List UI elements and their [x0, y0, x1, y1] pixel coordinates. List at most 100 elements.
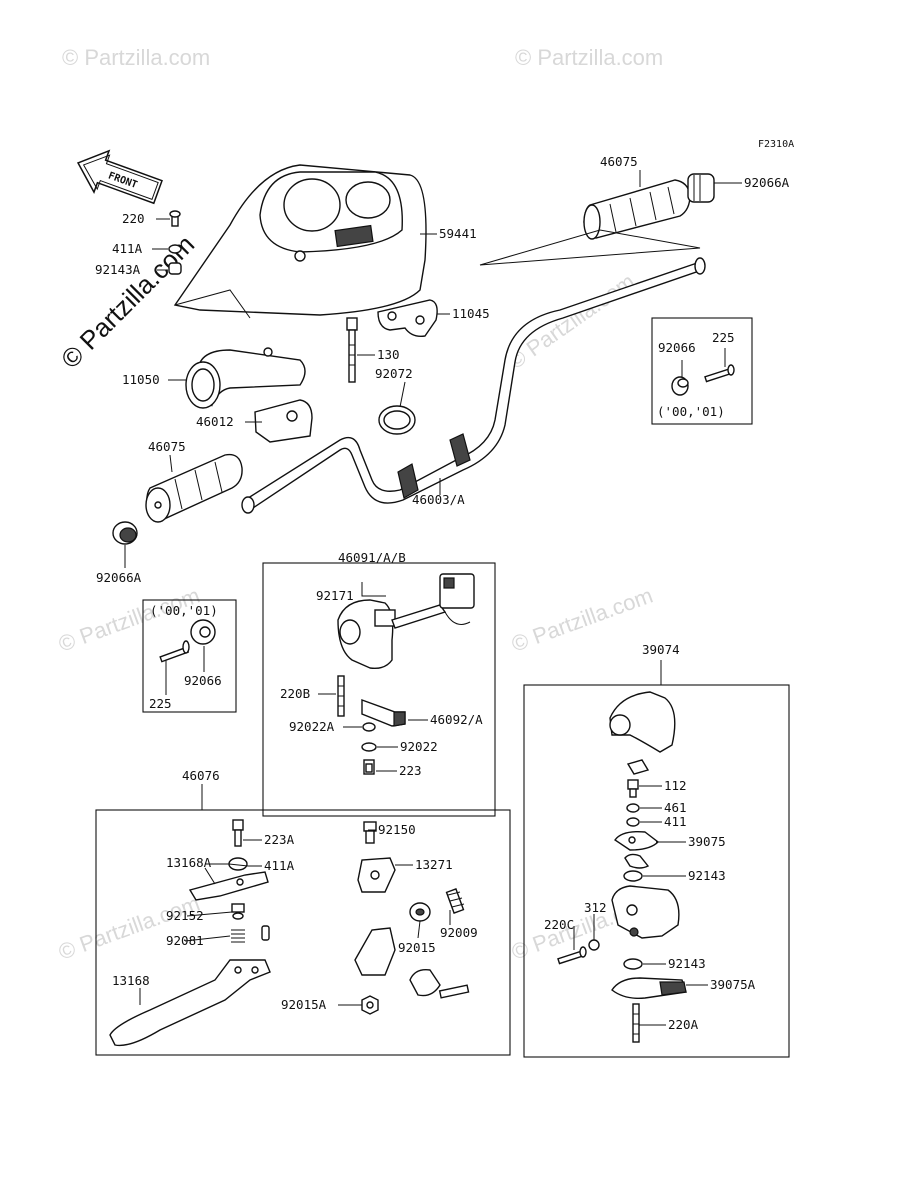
- spring-92081: [231, 925, 270, 943]
- screw-220b: [337, 675, 345, 717]
- watermark-text: © Partzilla.com: [55, 583, 203, 657]
- end-cap-92066a-top: [687, 173, 715, 203]
- gear-92015: [409, 902, 431, 922]
- bracket-13271: [357, 857, 396, 893]
- label-411: 411: [664, 814, 687, 829]
- label-39075: 39075: [688, 834, 726, 849]
- screw-225-top: [704, 364, 735, 383]
- nut-92015a: [361, 995, 379, 1015]
- label-92009: 92009: [440, 925, 478, 940]
- year-note-box-left: [142, 599, 237, 713]
- handlebar-switch: [337, 573, 475, 670]
- label-92152: 92152: [166, 908, 204, 923]
- lever-holder: [354, 927, 470, 999]
- label-92015: 92015: [398, 940, 436, 955]
- screw-223a: [232, 819, 244, 847]
- grip-right: [583, 179, 691, 240]
- bushing-92066-left: [190, 619, 216, 645]
- meter-cover: [173, 164, 427, 319]
- washer-411a: [168, 244, 182, 254]
- label-39075a: 39075A: [710, 977, 756, 992]
- label-46091ab: 46091/A/B: [338, 550, 406, 565]
- label-220: 220: [122, 211, 145, 226]
- plate-39075: [614, 830, 660, 851]
- screw-225-left: [159, 640, 190, 663]
- label-223: 223: [399, 763, 422, 778]
- label-461: 461: [664, 800, 687, 815]
- screw-223: [363, 759, 375, 775]
- screw-220c: [557, 946, 587, 965]
- leader-lines: [124, 170, 742, 1026]
- switch-lever-46092a: [361, 699, 406, 727]
- label-59441: 59441: [439, 226, 477, 241]
- label-92066-left: 92066: [184, 673, 222, 688]
- screw-112: [627, 779, 639, 798]
- switch-box-frame: [262, 562, 496, 817]
- label-92150: 92150: [378, 822, 416, 837]
- band-92072: [378, 405, 416, 435]
- label-312: 312: [584, 900, 607, 915]
- bushing-92066-top: [671, 376, 689, 396]
- watermark-text: © Partzilla.com: [515, 45, 663, 70]
- label-112: 112: [664, 778, 687, 793]
- label-92015a: 92015A: [281, 997, 327, 1012]
- end-cap-92066a-left: [112, 521, 138, 545]
- label-411a: 411A: [112, 241, 143, 256]
- washer-92022: [361, 742, 377, 752]
- label-92066a-top: 92066A: [744, 175, 790, 190]
- label-223a: 223A: [264, 832, 295, 847]
- label-92022a: 92022A: [289, 719, 335, 734]
- label-225-left: 225: [149, 696, 172, 711]
- clamp-11050: [185, 347, 306, 409]
- clamp-46012: [254, 399, 313, 443]
- figure-code: F2310A: [758, 139, 794, 150]
- collar-92143a: [168, 262, 182, 275]
- nut-312: [588, 939, 600, 951]
- label-11045: 11045: [452, 306, 490, 321]
- label-220c: 220C: [544, 917, 574, 932]
- bolt-92152: [231, 903, 245, 920]
- label-46076: 46076: [182, 768, 220, 783]
- label-13271: 13271: [415, 857, 453, 872]
- bracket-13168a: [188, 871, 269, 901]
- bolt-92150: [363, 821, 377, 844]
- label-92081: 92081: [166, 933, 204, 948]
- year-note-top: ('00,'01): [657, 404, 725, 419]
- bracket-11045: [377, 299, 438, 338]
- throttle-housing: [611, 885, 680, 939]
- label-13168: 13168: [112, 973, 150, 988]
- screw-220a: [632, 1003, 640, 1043]
- washer-461: [626, 803, 640, 813]
- washer-411: [626, 817, 640, 827]
- throttle-cover: [609, 691, 676, 753]
- collar-92143: [623, 870, 643, 882]
- screw-220: [169, 210, 181, 227]
- label-92143a: 92143A: [95, 262, 141, 277]
- label-13168a: 13168A: [166, 855, 212, 870]
- label-46075-top: 46075: [600, 154, 638, 169]
- adjuster-92009: [445, 888, 465, 914]
- label-11050: 11050: [122, 372, 160, 387]
- label-225-top: 225: [712, 330, 735, 345]
- label-46012: 46012: [196, 414, 234, 429]
- watermark-text: © Partzilla.com: [508, 583, 656, 657]
- spring-part: [624, 853, 650, 869]
- front-arrow-icon: FRONT: [76, 149, 163, 205]
- label-92066-top: 92066: [658, 340, 696, 355]
- lever-box-frame: [95, 809, 511, 1056]
- clutch-lever-13168: [109, 959, 271, 1047]
- label-92022: 92022: [400, 739, 438, 754]
- label-92143-lower: 92143: [668, 956, 706, 971]
- year-note-left: ('00,'01): [150, 603, 218, 618]
- grip-left: [145, 453, 243, 523]
- part-labels: 220 411A 92143A 59441 46075 92066A 11045…: [95, 154, 790, 1032]
- lever-39075a: [611, 977, 687, 1000]
- label-46003a: 46003/A: [412, 492, 465, 507]
- label-220a: 220A: [668, 1017, 699, 1032]
- label-130: 130: [377, 347, 400, 362]
- handlebar: [241, 257, 706, 514]
- washer-92022a: [362, 722, 376, 732]
- watermark-text: © Partzilla.com: [62, 45, 210, 70]
- label-411a-lower: 411A: [264, 858, 295, 873]
